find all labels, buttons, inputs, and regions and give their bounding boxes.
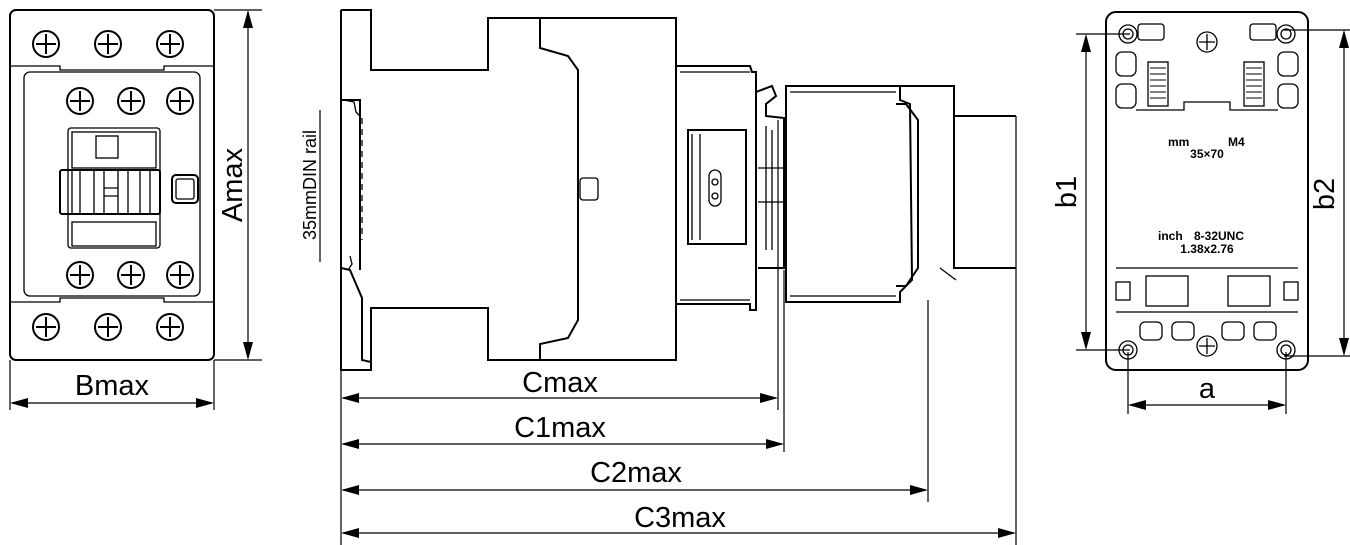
- upper-cover-edge: [10, 65, 214, 71]
- terminal-screw-icon: [156, 313, 184, 341]
- mounting-plate-view: mm M4 35×70 inch 8-32UNC 1.38x2.76: [1105, 11, 1309, 371]
- connector-block: [755, 84, 785, 269]
- front-panel: [23, 71, 201, 297]
- b2-label: b2: [1309, 178, 1341, 210]
- c2max-label: C2max: [590, 457, 682, 489]
- terminal-screw-icon: [156, 30, 184, 58]
- terminal-screw-icon: [32, 313, 60, 341]
- a-dimension: a: [1127, 352, 1287, 414]
- addon-rear: [900, 85, 1016, 269]
- aux-pin-icon: [708, 169, 722, 207]
- cmax-label: Cmax: [522, 367, 598, 399]
- terminal-screw-icon: [94, 313, 122, 341]
- amax-label: Amax: [217, 147, 249, 222]
- spring-icon: [1246, 67, 1262, 99]
- lower-cover-edge: [10, 297, 214, 303]
- indicator-window: [171, 174, 199, 204]
- mounting-plate: [1105, 11, 1309, 371]
- spring-icon: [1150, 67, 1166, 99]
- amax-dimension: Amax: [214, 9, 262, 361]
- din-rail-label: 35mmDIN rail: [300, 130, 320, 240]
- inch-thread-text: 8-32UNC: [1194, 229, 1244, 243]
- c-dimensions: Cmax C1max C2max C3max: [340, 116, 1017, 545]
- screw-head-icon: [1196, 31, 1218, 53]
- terminal-screw-icon: [117, 87, 145, 115]
- aux-contact-window: [687, 129, 747, 245]
- terminal-screw-icon: [66, 261, 94, 289]
- mm-spacing-text: 35×70: [1190, 147, 1224, 161]
- mounting-hole-icon: [1276, 24, 1296, 44]
- b1-label: b1: [1051, 176, 1083, 208]
- c1max-label: C1max: [514, 412, 606, 444]
- mm-unit-text: mm: [1168, 135, 1189, 149]
- inch-spacing-text: 1.38x2.76: [1180, 242, 1234, 256]
- front-view: [9, 9, 215, 361]
- mm-thread-text: M4: [1228, 135, 1245, 149]
- inch-unit-text: inch: [1158, 229, 1183, 243]
- addon-module: [785, 85, 914, 303]
- bmax-label: Bmax: [75, 370, 150, 402]
- terminal-screw-icon: [166, 87, 194, 115]
- side-housing: [341, 9, 579, 362]
- din-rail-dimension: 35mmDIN rail: [300, 110, 321, 262]
- terminal-screw-icon: [117, 261, 145, 289]
- front-view-housing: [9, 9, 215, 361]
- bmax-dimension: Bmax: [9, 360, 215, 410]
- b1-dimension: b1: [1051, 33, 1130, 351]
- terminal-screw-icon: [32, 30, 60, 58]
- a-label: a: [1199, 373, 1216, 405]
- rail-slot: [341, 99, 361, 270]
- side-view: [340, 9, 1016, 371]
- screw-head-icon: [1196, 335, 1218, 357]
- aux-block: [676, 65, 757, 311]
- terminal-screw-icon: [66, 87, 94, 115]
- contact-carrier: [59, 127, 161, 249]
- c3max-label: C3max: [634, 502, 726, 534]
- body-outline: [488, 17, 677, 361]
- housing-latch: [579, 177, 599, 201]
- b2-dimension: b2: [1284, 29, 1350, 357]
- terminal-screw-icon: [94, 30, 122, 58]
- terminal-screw-icon: [166, 261, 194, 289]
- din-rail-clip: [340, 10, 372, 371]
